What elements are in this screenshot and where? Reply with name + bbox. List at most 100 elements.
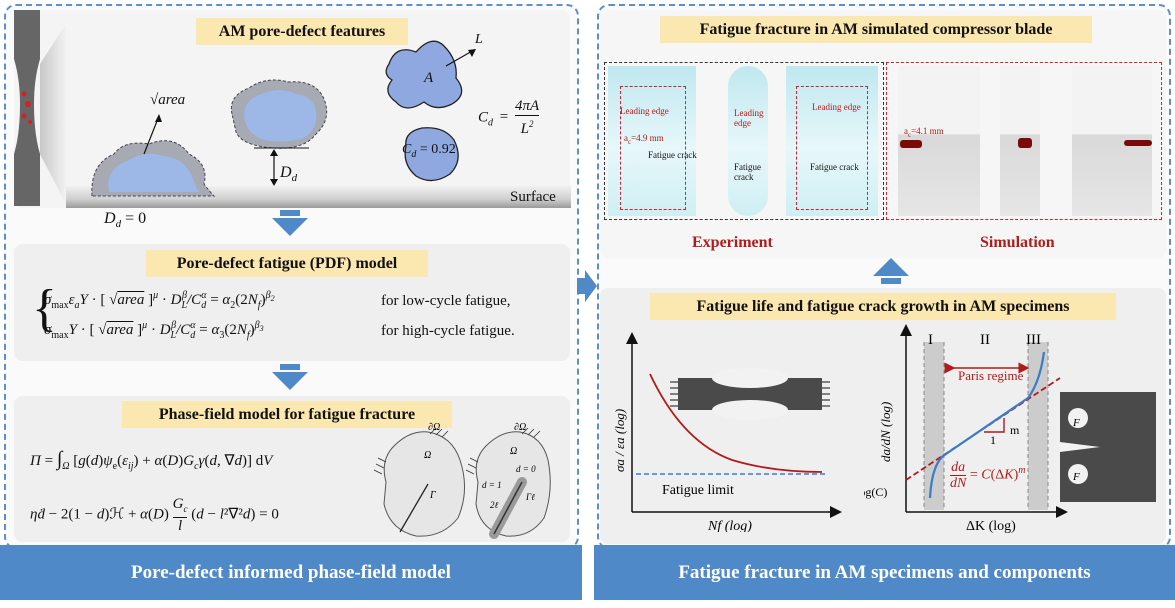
label-dd-zero: Dd = 0 (104, 210, 147, 231)
sn-x-label: Nf (log) (707, 519, 752, 532)
region-II-label: II (980, 332, 990, 348)
fatigue-limit-label: Fatigue limit (662, 483, 734, 498)
surface-pore-core (108, 153, 199, 192)
down-arrow-icon (272, 210, 308, 236)
diffuse-crack-domain (475, 431, 551, 537)
boundary-label-left: ∂Ω (428, 422, 440, 433)
leading-edge-label-3: Leading edge (812, 102, 861, 112)
sharp-crack-line (399, 483, 429, 533)
omega-label-right: Ω (510, 446, 517, 457)
experiment-photo-1 (608, 66, 696, 216)
crack-outline (796, 86, 868, 210)
up-arrow-icon (873, 258, 909, 284)
region-I-label: I (928, 332, 933, 348)
crack-growth-curve (928, 351, 1046, 499)
ct-hole-bottom (1068, 464, 1088, 484)
energy-functional: Π = ∫Ω [g(d)ψe(εij) + α(D)Gcγ(d, ∇d)] dV (30, 448, 273, 472)
simulation-photo-3 (1072, 66, 1152, 216)
force-top-label: F (1072, 417, 1080, 429)
surface-label: Surface (510, 189, 556, 205)
sn-curve-plot: Fatigue limit σa / εa (log) Nf (log) (612, 332, 842, 532)
omega-label-left: Ω (424, 450, 431, 461)
phase-field-domain-figure: ∂Ω Ω Γ ∂Ω Ω d = 0 d = 1 Γℓ 2ℓ (373, 422, 551, 539)
sn-y-label: σa / εa (log) (612, 409, 627, 472)
crack-growth-title: Fatigue life and fatigue crack growth in… (650, 293, 1116, 320)
features-title: AM pore-defect features (196, 18, 408, 45)
leading-edge-label-2: Leading edge (734, 108, 764, 128)
specimen-notch (712, 400, 788, 420)
label-dd: Dd (280, 164, 298, 185)
crack-length-simulation: ac=4.1 mm (904, 126, 944, 139)
fatigue-crack-label-1: Fatigue crack (648, 150, 697, 160)
dogbone-specimen (14, 10, 40, 206)
region-I-band (924, 342, 944, 510)
dadn-y-label: da/dN (log) (878, 402, 893, 462)
pore-shape-round (404, 127, 459, 182)
boundary-label-right: ∂Ω (514, 422, 526, 433)
hcf-label: for high-cycle fatigue. (381, 323, 515, 339)
dk-x-label: ΔK (log) (966, 519, 1016, 534)
pdf-equation-lcf: σmaxεaY · [ √area ]μ · DLβ/Cdα = α2(2Nf)… (44, 290, 275, 311)
slope-triangle (984, 418, 1005, 433)
pore-marker (28, 120, 32, 124)
region-III-label: III (1026, 332, 1041, 348)
slope-m-label: m (1010, 423, 1020, 437)
pore-marker (25, 101, 31, 107)
two-l-label: 2ℓ (490, 500, 499, 510)
fatigue-crack-label-2: Fatigue crack (734, 162, 761, 182)
simulation-photo-1 (898, 66, 980, 216)
lcf-label: for low-cycle fatigue, (381, 293, 511, 309)
cd-formula: Cd = 4πA L2 (478, 98, 540, 137)
slope-1-label: 1 (990, 433, 996, 447)
experiment-label: Experiment (692, 234, 773, 251)
paris-regime-label: Paris regime (958, 368, 1024, 383)
crack-growth-plot: I II III Paris regime 1 m da/dN (log) ΔK… (864, 324, 1156, 534)
zoom-cone (40, 24, 66, 204)
embedded-pore-core (244, 90, 317, 142)
pdf-equation-hcf: σmaxY · [ √area ]μ · DLβ/Cdα = α3(2Nf)β3 (44, 320, 264, 341)
simulation-photo-frame (886, 62, 1162, 220)
label-cd-092: Cd = 0.92 (402, 142, 456, 160)
ct-notch (1060, 442, 1100, 452)
fatigue-crack-label-3: Fatigue crack (810, 162, 859, 172)
pdf-title: Pore-defect fatigue (PDF) model (146, 250, 428, 277)
pore-defect-features-figure (14, 10, 571, 208)
specimen-notch (712, 368, 788, 388)
sharp-crack-domain (383, 431, 465, 537)
experiment-photo-2 (728, 66, 768, 216)
crack-length-experiment: ac=4.9 mm (624, 133, 664, 146)
experiment-photo-frame (604, 62, 884, 220)
sqrt-area-label: √area (150, 92, 186, 108)
crack-damage (900, 140, 922, 148)
experiment-photo-3 (786, 66, 878, 216)
gamma-l-label: Γℓ (525, 492, 535, 502)
ct-hole-top (1068, 408, 1088, 428)
crack-outline (620, 86, 686, 210)
pore-marker (21, 91, 27, 97)
pore-marker (21, 113, 27, 119)
down-arrow-icon (272, 364, 308, 390)
phase-field-title: Phase-field model for fatigue fracture (122, 401, 452, 428)
label-A: A (424, 70, 434, 86)
pore-shape-a (385, 40, 463, 109)
d0-label: d = 0 (516, 464, 536, 474)
crack-damage (1018, 138, 1032, 148)
left-footer: Pore-defect informed phase-field model (0, 545, 582, 600)
log-c-label: log(C) (864, 485, 887, 499)
sqrt-area-arrow (143, 115, 160, 155)
force-bottom-label: F (1072, 471, 1080, 483)
simulation-label: Simulation (980, 234, 1055, 251)
gamma-label: Γ (429, 490, 436, 501)
pdf-brace: { (32, 280, 57, 337)
crack-damage (1124, 140, 1152, 146)
blade-title: Fatigue fracture in AM simulated compres… (660, 16, 1092, 43)
d1-label: d = 1 (482, 480, 502, 490)
leading-edge-label-1: Leading edge (620, 106, 669, 116)
region-III-band (1028, 342, 1048, 510)
right-footer: Fatigue fracture in AM specimens and com… (594, 545, 1175, 600)
sn-curve (649, 373, 823, 473)
label-L: L (475, 32, 483, 47)
simulation-photo-2 (1000, 66, 1040, 216)
